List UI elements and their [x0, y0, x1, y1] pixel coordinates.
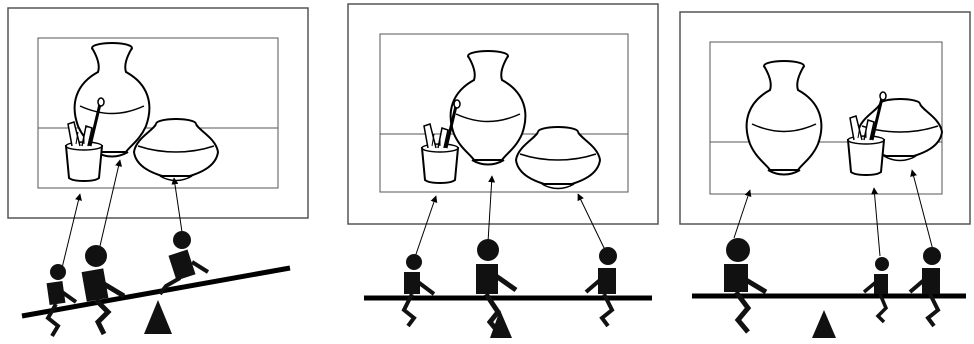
panel-3 [680, 12, 970, 338]
person-small-icon [47, 264, 76, 336]
person-large-icon [476, 239, 516, 334]
person-medium-icon [910, 247, 941, 326]
person-small-icon [864, 257, 889, 322]
person-large-icon [724, 238, 766, 332]
seesaw-fulcrum-icon [812, 310, 836, 338]
panel-1 [8, 8, 308, 336]
person-small-icon [404, 254, 434, 326]
person-large-icon [82, 245, 124, 334]
person-medium-icon [586, 247, 617, 326]
panel-2 [348, 4, 658, 338]
